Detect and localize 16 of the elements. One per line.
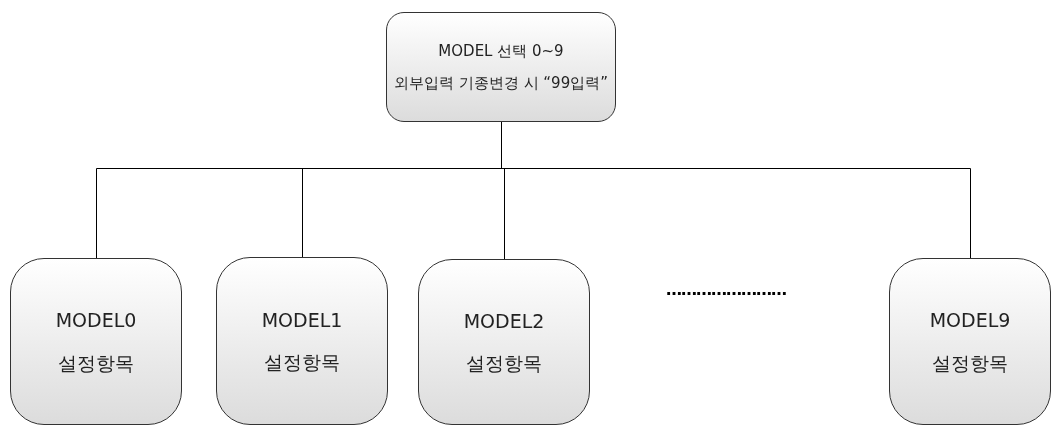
- box-text: MODEL 선택 0~9: [438, 40, 564, 62]
- box-text: 설정항목: [466, 351, 542, 376]
- box-text: MODEL0: [55, 308, 137, 333]
- ellipsis-dots: ……………………: [666, 279, 786, 301]
- box-text: MODEL2: [463, 308, 545, 334]
- rounded-box: [418, 259, 590, 425]
- rounded-box: [10, 258, 182, 425]
- box-text: 외부입력 기종변경 시 “99입력”: [394, 73, 608, 94]
- rounded-box: [386, 12, 616, 122]
- rounded-box: [889, 258, 1051, 425]
- box-text: 설정항목: [58, 350, 134, 376]
- rounded-box: [216, 257, 388, 425]
- box-text: 설정항목: [932, 350, 1008, 376]
- box-text: 설정항목: [264, 350, 340, 375]
- box-text: MODEL1: [261, 307, 343, 333]
- box-text: MODEL9: [929, 308, 1011, 333]
